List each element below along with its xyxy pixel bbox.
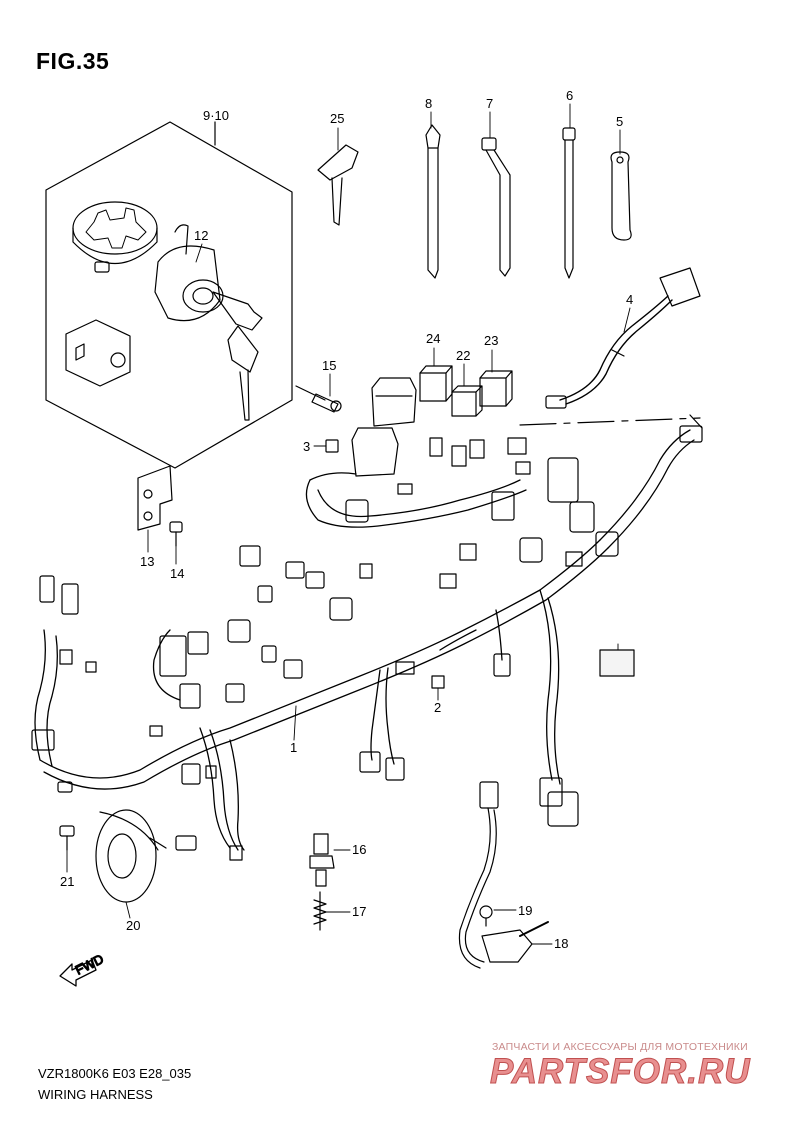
part-label-24: 25: [330, 111, 344, 126]
relay-23-part: [419, 365, 453, 402]
part-label-15: 16: [352, 842, 366, 857]
horn-part: [95, 809, 167, 903]
part-label-17: 18: [554, 936, 568, 951]
sensor-lead-part: [458, 781, 549, 969]
part-labels: 9·10 25 8 7 6 5 12 4 24 23 22 15 3 13 14…: [60, 88, 633, 951]
reference-line: [295, 385, 703, 429]
part-label-2: 2: [434, 700, 441, 715]
part-label-3: 3: [303, 439, 310, 454]
lead-wire-part: [545, 267, 701, 409]
part-label-7: 7: [486, 96, 493, 111]
label-25-part: [599, 649, 635, 677]
part-label-21: 22: [456, 348, 470, 363]
part-label-16: 17: [352, 904, 366, 919]
bolt-20-part: [59, 825, 75, 851]
ignition-switch-part: [154, 224, 263, 421]
spring-16-part: [313, 891, 327, 931]
harness-connectors: [31, 425, 703, 861]
bracket-12-part: [137, 465, 173, 531]
part-label-1: 1: [290, 740, 297, 755]
part-label-4: 4: [626, 292, 633, 307]
bolt-14-part: [311, 393, 342, 413]
part-label-12: 13: [140, 554, 154, 569]
watermark-logo: PARTSFOR.RU: [490, 1052, 751, 1092]
fuse-part: [325, 439, 339, 453]
part-label-23: 24: [426, 331, 440, 346]
part-label-14: 15: [322, 358, 336, 373]
fuse-box-part: [351, 377, 417, 477]
diagram-code: VZR1800K6 E03 E28_035: [38, 1066, 192, 1081]
tie-8-part: [425, 124, 441, 279]
bolt-13-part: [169, 521, 183, 547]
part-label-13: 14: [170, 566, 184, 581]
part-label-22: 23: [484, 333, 498, 348]
clamp-5-part: [610, 151, 632, 241]
ignition-switch-set-box: [45, 121, 293, 469]
part-label-20: 21: [60, 874, 74, 889]
figure-title: FIG.35: [36, 48, 110, 74]
relay-22-part: [479, 370, 513, 407]
part-label-18: 19: [518, 903, 532, 918]
part-label-5: 5: [616, 114, 623, 129]
key-part: [317, 144, 359, 226]
part-label-11: 12: [194, 228, 208, 243]
fwd-arrow-icon: [59, 959, 97, 987]
tie-7-part: [481, 137, 511, 277]
diagram-name: WIRING HARNESS: [38, 1087, 153, 1102]
main-harness: [34, 429, 695, 851]
watermark-subtitle: ЗАПЧАСТИ И АКСЕССУАРЫ ДЛЯ МОТОТЕХНИКИ: [492, 1041, 748, 1053]
relay-21-part: [451, 385, 483, 417]
part-label-6: 6: [566, 88, 573, 103]
switch-15-part: [309, 833, 335, 887]
part-label-9-10: 9·10: [203, 108, 229, 123]
part-label-8: 8: [425, 96, 432, 111]
tie-6-part: [562, 127, 576, 279]
lock-body-part: [65, 319, 131, 387]
switch-cap-part: [72, 201, 158, 273]
part-label-19: 20: [126, 918, 140, 933]
